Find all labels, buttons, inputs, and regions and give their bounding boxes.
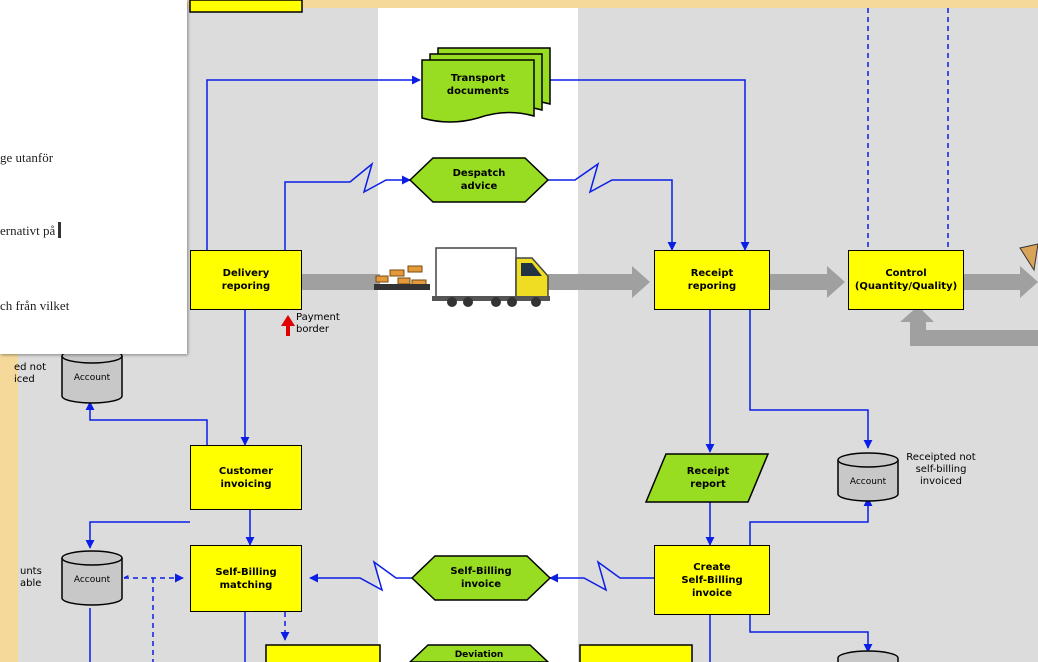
document-fragment: ge utanför ernativt på ch från vilket: [0, 0, 187, 354]
self-billing-invoice-label: Self-Billing invoice: [450, 566, 512, 590]
create-self-billing-invoice-box: Create Self-Billing invoice: [654, 545, 770, 615]
cut-icon: [1019, 243, 1038, 272]
deviation-shape: [408, 644, 550, 662]
self-billing-invoice-shape: [410, 555, 552, 601]
text-cursor-icon: [58, 222, 62, 238]
deviation-label: Deviation: [454, 649, 504, 660]
flow-connectors: [85, 75, 873, 662]
accounts-payable-label: unts able: [20, 566, 42, 589]
receipt-reporting-box: Receipt reporing: [654, 250, 770, 310]
database-account-2: [61, 550, 123, 606]
delivered-not-invoiced-label: ed not iced: [14, 362, 47, 385]
account-label-2: Account: [73, 574, 111, 585]
document-line: ernativt på: [0, 222, 62, 239]
receipted-not-invoiced-label: Receipted not self-billing invoiced: [906, 452, 976, 487]
document-line: ge utanför: [0, 150, 54, 165]
transport-documents-label: Transport documents: [446, 73, 510, 97]
payment-border-arrow-icon: [281, 315, 295, 336]
database-account-3: [837, 452, 899, 502]
account-label-1: Account: [73, 372, 111, 383]
self-billing-matching-box: Self-Billing matching: [190, 545, 302, 612]
receipt-report-label: Receipt report: [686, 466, 730, 490]
delivery-reporting-box: Delivery reporing: [190, 250, 302, 310]
database-partial: [837, 650, 899, 662]
top-cut-box: [189, 0, 303, 13]
bottom-box-left: [265, 644, 381, 662]
bottom-box-right: [579, 644, 693, 662]
customer-invoicing-box: Customer invoicing: [190, 445, 302, 510]
despatch-advice-shape: [408, 157, 550, 203]
receipt-report-shape: [644, 453, 770, 503]
payment-border-label: Payment border: [296, 312, 340, 335]
dashed-connectors: [123, 8, 949, 662]
control-box: Control (Quantity/Quality): [848, 250, 964, 310]
document-line: ch från vilket: [0, 298, 70, 313]
despatch-advice-label: Despatch advice: [452, 168, 506, 192]
account-label-3: Account: [849, 476, 887, 487]
physical-flow: [300, 266, 1038, 346]
truck-icon: [374, 247, 550, 307]
transport-documents-shape: [421, 47, 551, 123]
